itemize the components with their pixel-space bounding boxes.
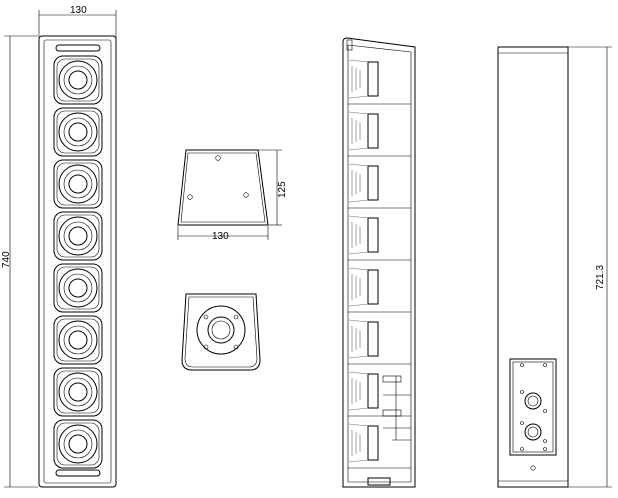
front-view: 130 740 (1, 5, 117, 488)
side-section-view (342, 37, 416, 488)
rear-height-dimension: 721.3 (595, 265, 606, 290)
driver-array (53, 55, 103, 469)
side-driver (348, 423, 411, 469)
side-driver (348, 371, 411, 417)
driver (53, 263, 103, 313)
plate-width-dimension: 130 (212, 231, 229, 242)
front-height-dimension: 740 (1, 251, 12, 268)
driver (53, 367, 103, 417)
driver (53, 419, 103, 469)
top-plate-view: 125 130 (177, 149, 288, 242)
plate-height-dimension: 125 (277, 181, 288, 198)
side-driver (348, 111, 411, 157)
driver (53, 211, 103, 261)
rear-view: 721.3 (497, 46, 612, 488)
bottom-plate-view (181, 293, 261, 371)
side-driver (348, 267, 411, 313)
driver (53, 55, 103, 105)
side-driver-sections (348, 59, 411, 469)
driver (53, 159, 103, 209)
side-driver (348, 59, 411, 105)
side-driver (348, 163, 411, 209)
side-driver (348, 319, 411, 365)
driver (53, 315, 103, 365)
side-driver (348, 215, 411, 261)
driver (53, 107, 103, 157)
front-width-dimension: 130 (70, 5, 87, 16)
